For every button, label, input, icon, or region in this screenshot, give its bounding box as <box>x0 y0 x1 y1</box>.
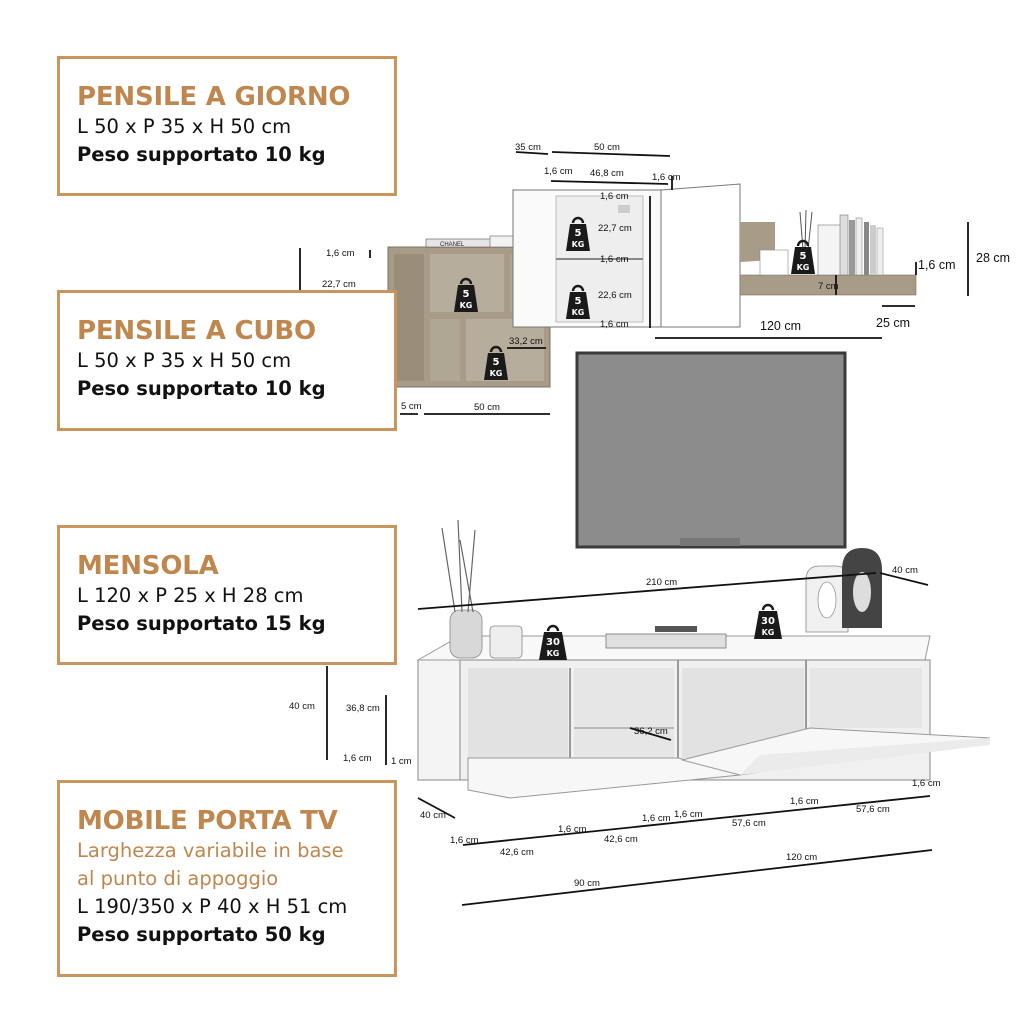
badge-unit: KG <box>460 301 473 310</box>
dim-label: 50 cm <box>594 142 620 153</box>
spec-note: al punto di appoggio <box>77 867 279 890</box>
dim-label: 1,6 cm <box>343 753 372 764</box>
tv-drawing <box>575 351 847 549</box>
badge-number: 30 <box>546 637 560 648</box>
media-player-decor <box>605 626 727 649</box>
dim-label: 1,6 cm <box>642 813 671 824</box>
spec-dimensions: L 50 x P 35 x H 50 cm <box>77 349 292 372</box>
spec-title: PENSILE A GIORNO <box>77 82 351 112</box>
badge-unit: KG <box>572 240 585 249</box>
dim-label: 1,6 cm <box>600 254 629 265</box>
badge-number: 5 <box>800 251 807 262</box>
dim-label: 210 cm <box>646 577 677 588</box>
spec-note: Larghezza variabile in base <box>77 839 344 862</box>
badge-number: 5 <box>575 296 582 307</box>
book-label: CHANEL <box>440 242 465 248</box>
badge-number: 5 <box>575 228 582 239</box>
spec-box-pensile-giorno: PENSILE A GIORNO L 50 x P 35 x H 50 cm P… <box>57 56 397 196</box>
spec-dimensions: L 190/350 x P 40 x H 51 cm <box>77 895 348 918</box>
dim-label: 36,2 cm <box>634 726 668 737</box>
spec-weight: Peso supportato 10 kg <box>77 377 326 400</box>
spec-dimensions: L 120 x P 25 x H 28 cm <box>77 584 304 607</box>
dim-label: 42,6 cm <box>604 834 638 845</box>
spec-weight: Peso supportato 15 kg <box>77 612 326 635</box>
badge-number: 30 <box>761 616 775 627</box>
diffuser-decor <box>441 519 523 659</box>
spec-weight: Peso supportato 50 kg <box>77 923 326 946</box>
spec-weight: Peso supportato 10 kg <box>77 143 326 166</box>
spec-title: PENSILE A CUBO <box>77 316 316 346</box>
mensola-drawing <box>739 209 917 296</box>
spec-box-mobile-porta-tv: MOBILE PORTA TV Larghezza variabile in b… <box>57 780 397 977</box>
spec-dimensions: L 50 x P 35 x H 50 cm <box>77 115 292 138</box>
dim-label: 1,6 cm <box>652 172 681 183</box>
badge-unit: KG <box>797 263 810 272</box>
spec-title: MENSOLA <box>77 551 219 581</box>
badge-unit: KG <box>762 628 775 637</box>
badge-unit: KG <box>490 369 503 378</box>
dim-label: 1,6 cm <box>544 166 573 177</box>
spec-box-pensile-cubo: PENSILE A CUBO L 50 x P 35 x H 50 cm Pes… <box>57 290 397 431</box>
dim-label: 1,6 cm <box>600 319 629 330</box>
dim-label: 1,6 cm <box>326 248 355 259</box>
dim-label: 57,6 cm <box>732 818 766 829</box>
dim-label: 1,6 cm <box>450 835 479 846</box>
dim-label: 22,6 cm <box>598 290 632 301</box>
badge-number: 5 <box>463 289 470 300</box>
dim-label: 1,6 cm <box>674 809 703 820</box>
dim-label: 1,6 cm <box>912 778 941 789</box>
dim-label: 1,6 cm <box>918 258 956 272</box>
badge-unit: KG <box>572 308 585 317</box>
dim-label: 40 cm <box>289 701 315 712</box>
badge-number: 5 <box>493 357 500 368</box>
dim-label: 46,8 cm <box>590 168 624 179</box>
dim-label: 1 cm <box>391 756 412 767</box>
dim-label: 28 cm <box>976 251 1010 265</box>
dim-label: 120 cm <box>786 852 817 863</box>
dim-label: 1,6 cm <box>600 191 629 202</box>
dimension-lines <box>299 151 969 906</box>
dim-label: 22,7 cm <box>322 279 356 290</box>
spec-box-mensola: MENSOLA L 120 x P 25 x H 28 cm Peso supp… <box>57 525 397 665</box>
badge-unit: KG <box>547 649 560 658</box>
dim-label: 7 cm <box>818 281 839 292</box>
dim-label: 57,6 cm <box>856 804 890 815</box>
vase-decor <box>805 548 882 633</box>
spec-title: MOBILE PORTA TV <box>77 806 338 836</box>
dim-label: 40 cm <box>892 565 918 576</box>
dim-label: 50 cm <box>474 402 500 413</box>
dim-label: 22,7 cm <box>598 223 632 234</box>
dim-label: 40 cm <box>420 810 446 821</box>
dim-label: 35 cm <box>515 142 541 153</box>
dim-label: 36,8 cm <box>346 703 380 714</box>
dim-label: 42,6 cm <box>500 847 534 858</box>
dim-label: 33,2 cm <box>509 336 543 347</box>
dim-label: 120 cm <box>760 319 801 333</box>
dim-label: 90 cm <box>574 878 600 889</box>
dim-label: 5 cm <box>401 401 422 412</box>
dim-label: 25 cm <box>876 316 910 330</box>
mobile-tv-drawing <box>416 635 991 799</box>
dim-label: 1,6 cm <box>558 824 587 835</box>
dim-label: 1,6 cm <box>790 796 819 807</box>
